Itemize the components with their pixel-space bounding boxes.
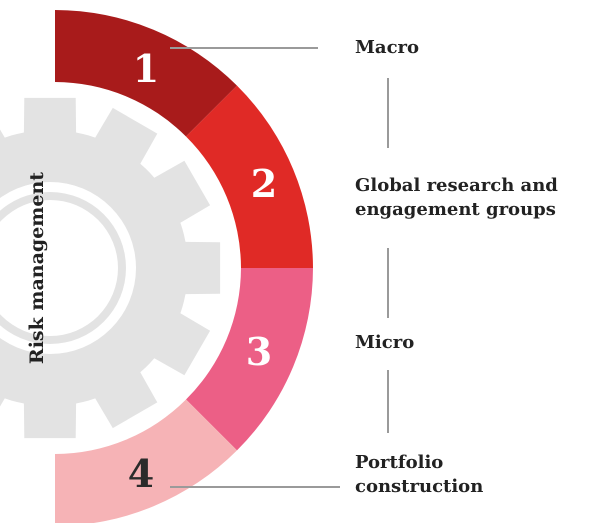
segment-2-arc: [186, 85, 313, 268]
step-2-label: Global research and engagement groups: [355, 175, 558, 220]
step-4-label: Portfolio construction: [355, 452, 484, 497]
step-1-label: Macro: [355, 37, 420, 58]
segment-3-arc: [186, 268, 313, 451]
side-label: Risk management: [26, 172, 48, 364]
segment-4-arc: [55, 399, 237, 523]
segment-1-arc: [55, 10, 237, 137]
step-3-label: Micro: [355, 332, 415, 353]
step-3-number: 3: [246, 329, 272, 374]
step-1-number: 1: [133, 46, 159, 91]
step-2-number: 2: [251, 161, 277, 206]
step-4-number: 4: [128, 451, 154, 496]
gear-icon: [0, 97, 221, 439]
